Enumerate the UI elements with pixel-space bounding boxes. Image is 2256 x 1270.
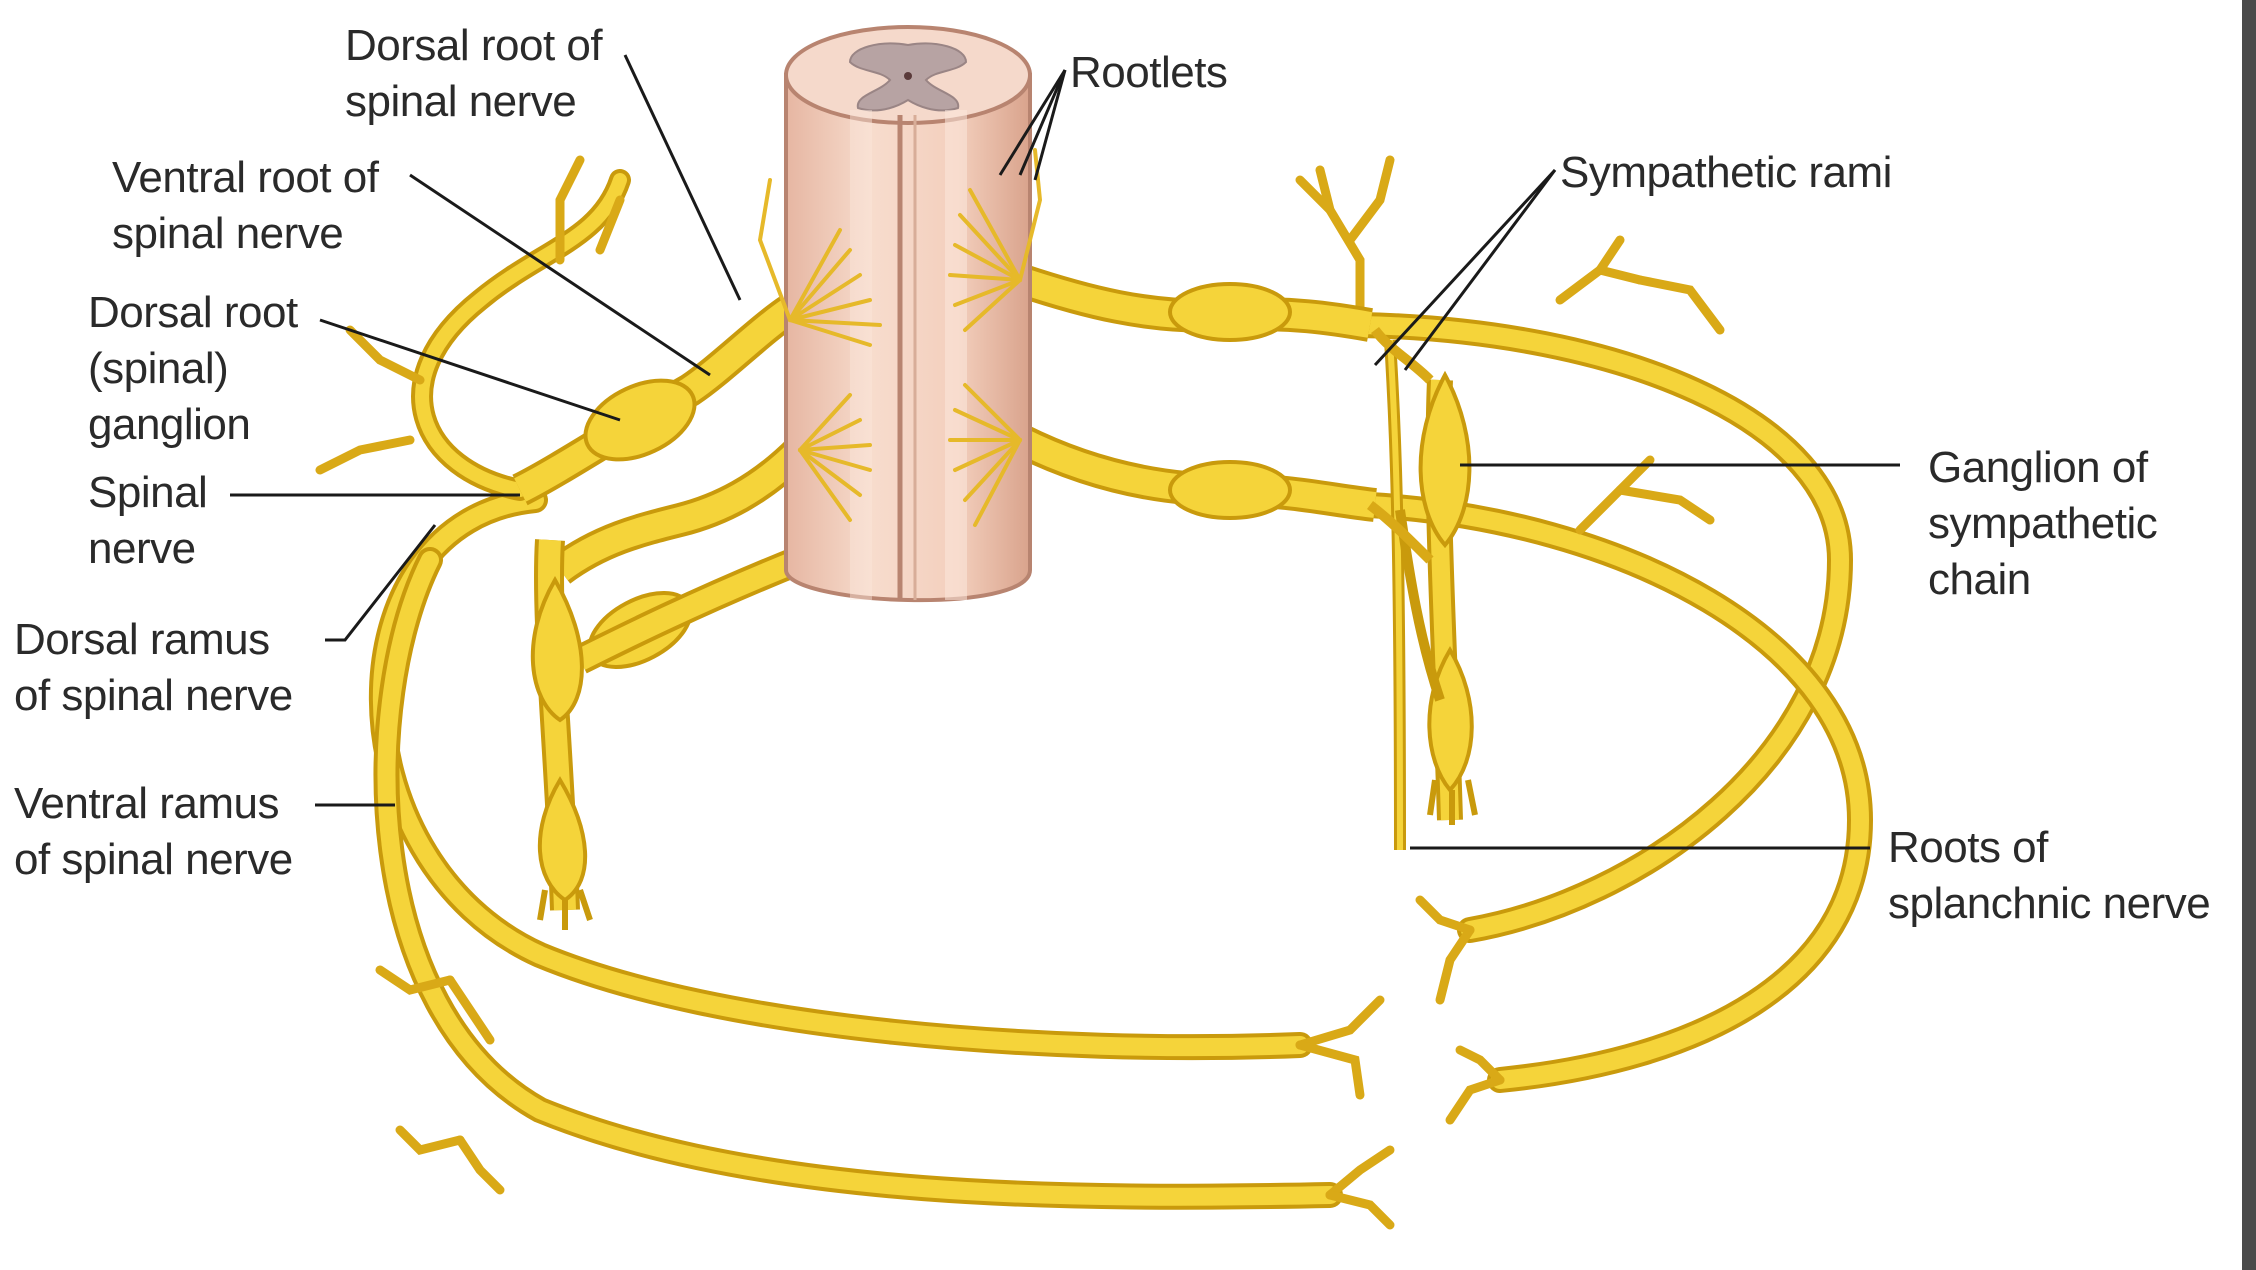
- label-line: splanchnic nerve: [1888, 879, 2211, 928]
- dorsal-ramus-arc: [411, 169, 631, 501]
- label-line: Dorsal ramus: [14, 615, 270, 664]
- right-lower-ganglion: [1168, 460, 1292, 520]
- label-line: Ventral ramus: [14, 779, 279, 828]
- label-line: of spinal nerve: [14, 671, 293, 720]
- label-dorsal-root-ganglion: Dorsal root (spinal) ganglion: [88, 285, 298, 453]
- label-line: Rootlets: [1070, 48, 1228, 97]
- spinal-cord: [784, 25, 1032, 603]
- leader-lines: [230, 54, 1900, 850]
- leader-dorsal-root: [623, 54, 742, 301]
- label-line: Dorsal root: [88, 288, 298, 337]
- leader-rootlets-3: [998, 69, 1067, 176]
- label-line: Ventral root of: [112, 153, 379, 202]
- label-spinal-nerve: Spinal nerve: [88, 465, 208, 577]
- leader-rootlets-1: [1033, 69, 1067, 181]
- label-line: chain: [1928, 555, 2031, 604]
- label-line: Spinal: [88, 468, 208, 517]
- ventral-rami-loops: [368, 169, 1874, 1210]
- rootlets: [757, 148, 1043, 527]
- label-line: of spinal nerve: [14, 835, 293, 884]
- nerve-branches: [315, 155, 1725, 1230]
- label-ventral-ramus-of-spinal-nerve: Ventral ramus of spinal nerve: [14, 776, 293, 888]
- label-dorsal-ramus-of-spinal-nerve: Dorsal ramus of spinal nerve: [14, 612, 293, 724]
- leader-rootlets-2: [1018, 69, 1067, 176]
- label-dorsal-root-of-spinal-nerve: Dorsal root of spinal nerve: [345, 18, 603, 130]
- right-sympathetic-chain: [1366, 326, 1478, 851]
- leader-ventral-root: [409, 173, 711, 377]
- label-sympathetic-rami: Sympathetic rami: [1560, 145, 1892, 201]
- label-line: (spinal): [88, 344, 229, 393]
- label-line: Dorsal root of: [345, 21, 603, 70]
- left-sympathetic-chain: [530, 539, 593, 930]
- leader-dorsal-ramus: [325, 524, 437, 642]
- label-rootlets: Rootlets: [1070, 45, 1228, 101]
- label-line: nerve: [88, 524, 196, 573]
- right-dorsal-ganglion: [1168, 282, 1292, 342]
- label-ganglion-of-sympathetic-chain: Ganglion of sympathetic chain: [1928, 440, 2158, 608]
- label-line: ganglion: [88, 400, 251, 449]
- leader-sympathetic-rami-2: [1403, 169, 1557, 371]
- ganglion-of-sympathetic-chain-shape: [1418, 370, 1472, 549]
- outer-loop-lower: [373, 547, 1343, 1210]
- right-loop-upper: [1347, 312, 1854, 943]
- right-frame-border: [2242, 0, 2256, 1270]
- right-spinal-nerve: [1012, 263, 1377, 522]
- label-line: Sympathetic rami: [1560, 148, 1892, 197]
- label-roots-of-splanchnic-nerve: Roots of splanchnic nerve: [1888, 820, 2211, 932]
- label-line: Ganglion of: [1928, 443, 2148, 492]
- label-line: sympathetic: [1928, 499, 2158, 548]
- label-line: spinal nerve: [345, 77, 577, 126]
- label-line: spinal nerve: [112, 209, 344, 258]
- leader-drg: [319, 318, 621, 422]
- label-line: Roots of: [1888, 823, 2048, 872]
- dorsal-root-ganglion: [583, 378, 697, 462]
- right-loop-lower: [1357, 492, 1874, 1093]
- leader-sympathetic-rami-1: [1373, 168, 1557, 367]
- left-spinal-nerve: [512, 295, 813, 674]
- label-ventral-root-of-spinal-nerve: Ventral root of spinal nerve: [112, 150, 379, 262]
